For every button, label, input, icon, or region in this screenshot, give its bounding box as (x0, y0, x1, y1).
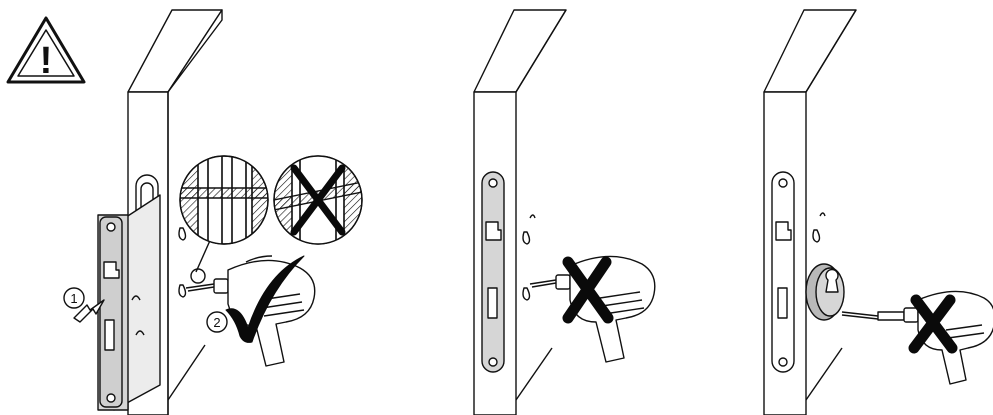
warning-glyph: ! (40, 40, 53, 82)
cylinder-rosette (806, 264, 844, 320)
angled-drill-crossed-detail-icon (274, 150, 362, 250)
warning-triangle-icon: ! (8, 18, 84, 82)
step-1-label: 1 (70, 291, 77, 306)
step-2-label: 2 (213, 315, 220, 330)
panel-3 (764, 10, 993, 415)
faceplate-2 (482, 172, 504, 372)
drill-1 (186, 256, 315, 366)
panel-2 (474, 10, 655, 415)
straight-drill-detail-icon (180, 150, 270, 250)
step-2-badge: 2 (207, 312, 227, 332)
faceplate-3 (772, 172, 794, 372)
panel-1: 1 (64, 10, 362, 415)
magnifier-origin (191, 269, 205, 283)
step-1-badge: 1 (64, 288, 84, 308)
door-holes-3 (813, 213, 825, 242)
lock-body (98, 195, 160, 410)
